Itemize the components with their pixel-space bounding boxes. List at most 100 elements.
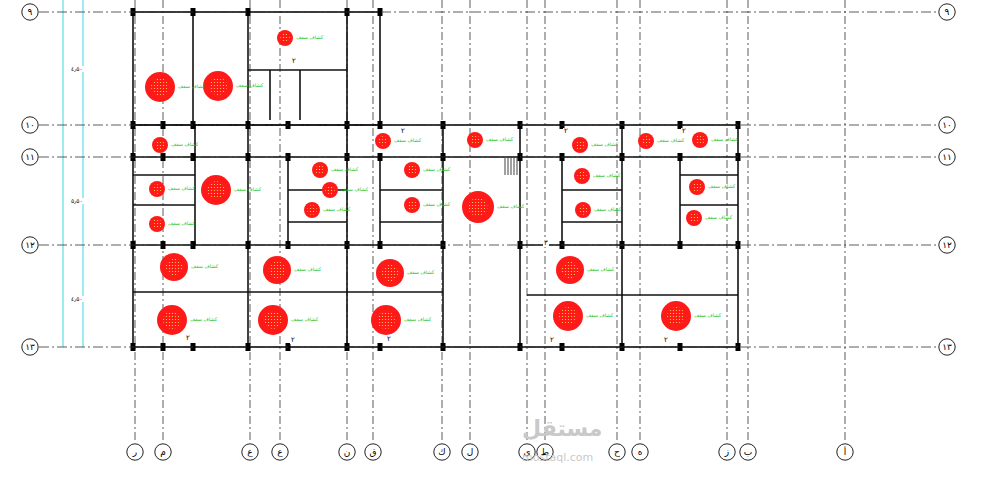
axis-label: ن xyxy=(344,448,351,457)
axis-label: ل xyxy=(467,448,474,457)
grid-bubble: ن xyxy=(338,443,356,461)
light-fixture xyxy=(263,256,291,284)
light-fixture xyxy=(404,197,420,213)
axis-label: ز xyxy=(725,448,729,457)
axis-label: ك xyxy=(438,448,445,457)
light-fixture xyxy=(312,162,328,178)
beam-number: ٢ xyxy=(185,335,191,342)
light-fixture xyxy=(689,179,705,195)
fixture-note: كشاف سقف xyxy=(694,313,721,318)
fixture-note: كشاف سقف xyxy=(394,138,421,143)
beam-number: ٢ xyxy=(290,337,296,344)
grid-line xyxy=(280,0,281,440)
light-fixture xyxy=(201,175,231,205)
axis-label: ١٠ xyxy=(942,121,952,130)
fixture-note: كشاف سقف xyxy=(236,83,263,88)
grid-line xyxy=(39,125,938,126)
fixture-note: كشاف سقف xyxy=(587,267,614,272)
grid-line xyxy=(39,157,938,158)
grid-line xyxy=(347,0,348,440)
grid-bubble: ح xyxy=(608,443,626,461)
axis-label: ١٢ xyxy=(942,241,952,250)
axis-label: ع xyxy=(247,448,252,457)
grid-bubble: ٩ xyxy=(938,3,956,21)
fixture-note: كشاف سقف xyxy=(404,317,431,322)
grid-bubble: م xyxy=(154,443,172,461)
light-fixture xyxy=(556,256,584,284)
light-fixture xyxy=(553,301,583,331)
light-fixture xyxy=(404,162,420,178)
light-fixture xyxy=(686,210,702,226)
grid-line xyxy=(39,12,938,13)
light-fixture xyxy=(160,253,188,281)
grid-bubble: ١٠ xyxy=(938,116,956,134)
grid-line xyxy=(727,0,728,440)
grid-line xyxy=(135,0,136,440)
light-fixture xyxy=(145,72,175,102)
light-fixture xyxy=(575,202,591,218)
light-fixture xyxy=(467,132,483,148)
axis-label: أ xyxy=(844,448,847,457)
fixture-note: كشاف سقف xyxy=(591,142,618,147)
fixture-note: كشاف سقف xyxy=(593,173,620,178)
fixture-note: كشاف سقف xyxy=(168,186,195,191)
grid-line xyxy=(250,0,251,440)
beam-number: ٢ xyxy=(400,128,406,135)
grid-line xyxy=(373,0,374,440)
beam-number: ٢ xyxy=(563,128,569,135)
grid-bubble: ١٢ xyxy=(938,236,956,254)
axis-label: ١١ xyxy=(25,153,35,162)
fixture-note: كشاف سقف xyxy=(168,221,195,226)
fixture-note: كشاف سقف xyxy=(705,215,732,220)
fixture-note: كشاف سقف xyxy=(296,35,323,40)
beam-number: ٢ xyxy=(681,128,687,135)
grid-bubble: ل xyxy=(461,443,479,461)
grid-bubble: ك xyxy=(433,443,451,461)
light-fixture xyxy=(203,71,233,101)
grid-line xyxy=(39,347,938,348)
fixture-note: كشاف سقف xyxy=(178,84,205,89)
axis-label: م xyxy=(160,448,166,457)
light-fixture xyxy=(277,30,293,46)
grid-line xyxy=(527,0,528,440)
fixture-note: كشاف سقف xyxy=(323,207,350,212)
beam-number: ٢ xyxy=(386,336,392,343)
light-fixture xyxy=(638,133,654,149)
light-fixture xyxy=(157,305,187,335)
dimension-text: ٥٫٥٠ xyxy=(70,198,84,204)
dimension-text: ٤٫٥٠ xyxy=(70,66,84,72)
grid-bubble: أ xyxy=(836,443,854,461)
grid-bubble: ١٠ xyxy=(21,116,39,134)
axis-label: ١٢ xyxy=(25,241,35,250)
light-fixture xyxy=(149,216,165,232)
grid-bubble: ع xyxy=(271,443,289,461)
dimension-text: ٤٫٥٠ xyxy=(70,296,84,302)
light-fixture xyxy=(322,182,338,198)
grid-bubble: ه xyxy=(631,443,649,461)
grid-line xyxy=(748,0,749,440)
fixture-note: كشاف سقف xyxy=(486,137,513,142)
fixture-note: كشاف سقف xyxy=(711,137,738,142)
beam-number: ٣ xyxy=(543,240,549,247)
fixture-note: كشاف سقف xyxy=(291,317,318,322)
grid-line xyxy=(617,0,618,440)
axis-label: ه xyxy=(638,448,643,457)
light-fixture xyxy=(574,168,590,184)
light-fixture xyxy=(152,137,168,153)
fixture-note: كشاف سقف xyxy=(586,313,613,318)
grid-bubble: ر xyxy=(126,443,144,461)
axis-label: ح xyxy=(614,448,620,457)
axis-label: ٩ xyxy=(28,8,33,17)
axis-label: ١٠ xyxy=(25,121,35,130)
grid-line xyxy=(640,0,641,440)
fixture-note: كشاف سقف xyxy=(331,167,358,172)
beam-number: ٢ xyxy=(549,337,555,344)
watermark: mostaql.com xyxy=(522,452,593,463)
fixture-note: كشاف سقف xyxy=(594,207,621,212)
light-fixture xyxy=(572,137,588,153)
light-fixture xyxy=(661,301,691,331)
axis-label: ١٣ xyxy=(942,343,952,352)
axis-label: ٩ xyxy=(945,8,950,17)
